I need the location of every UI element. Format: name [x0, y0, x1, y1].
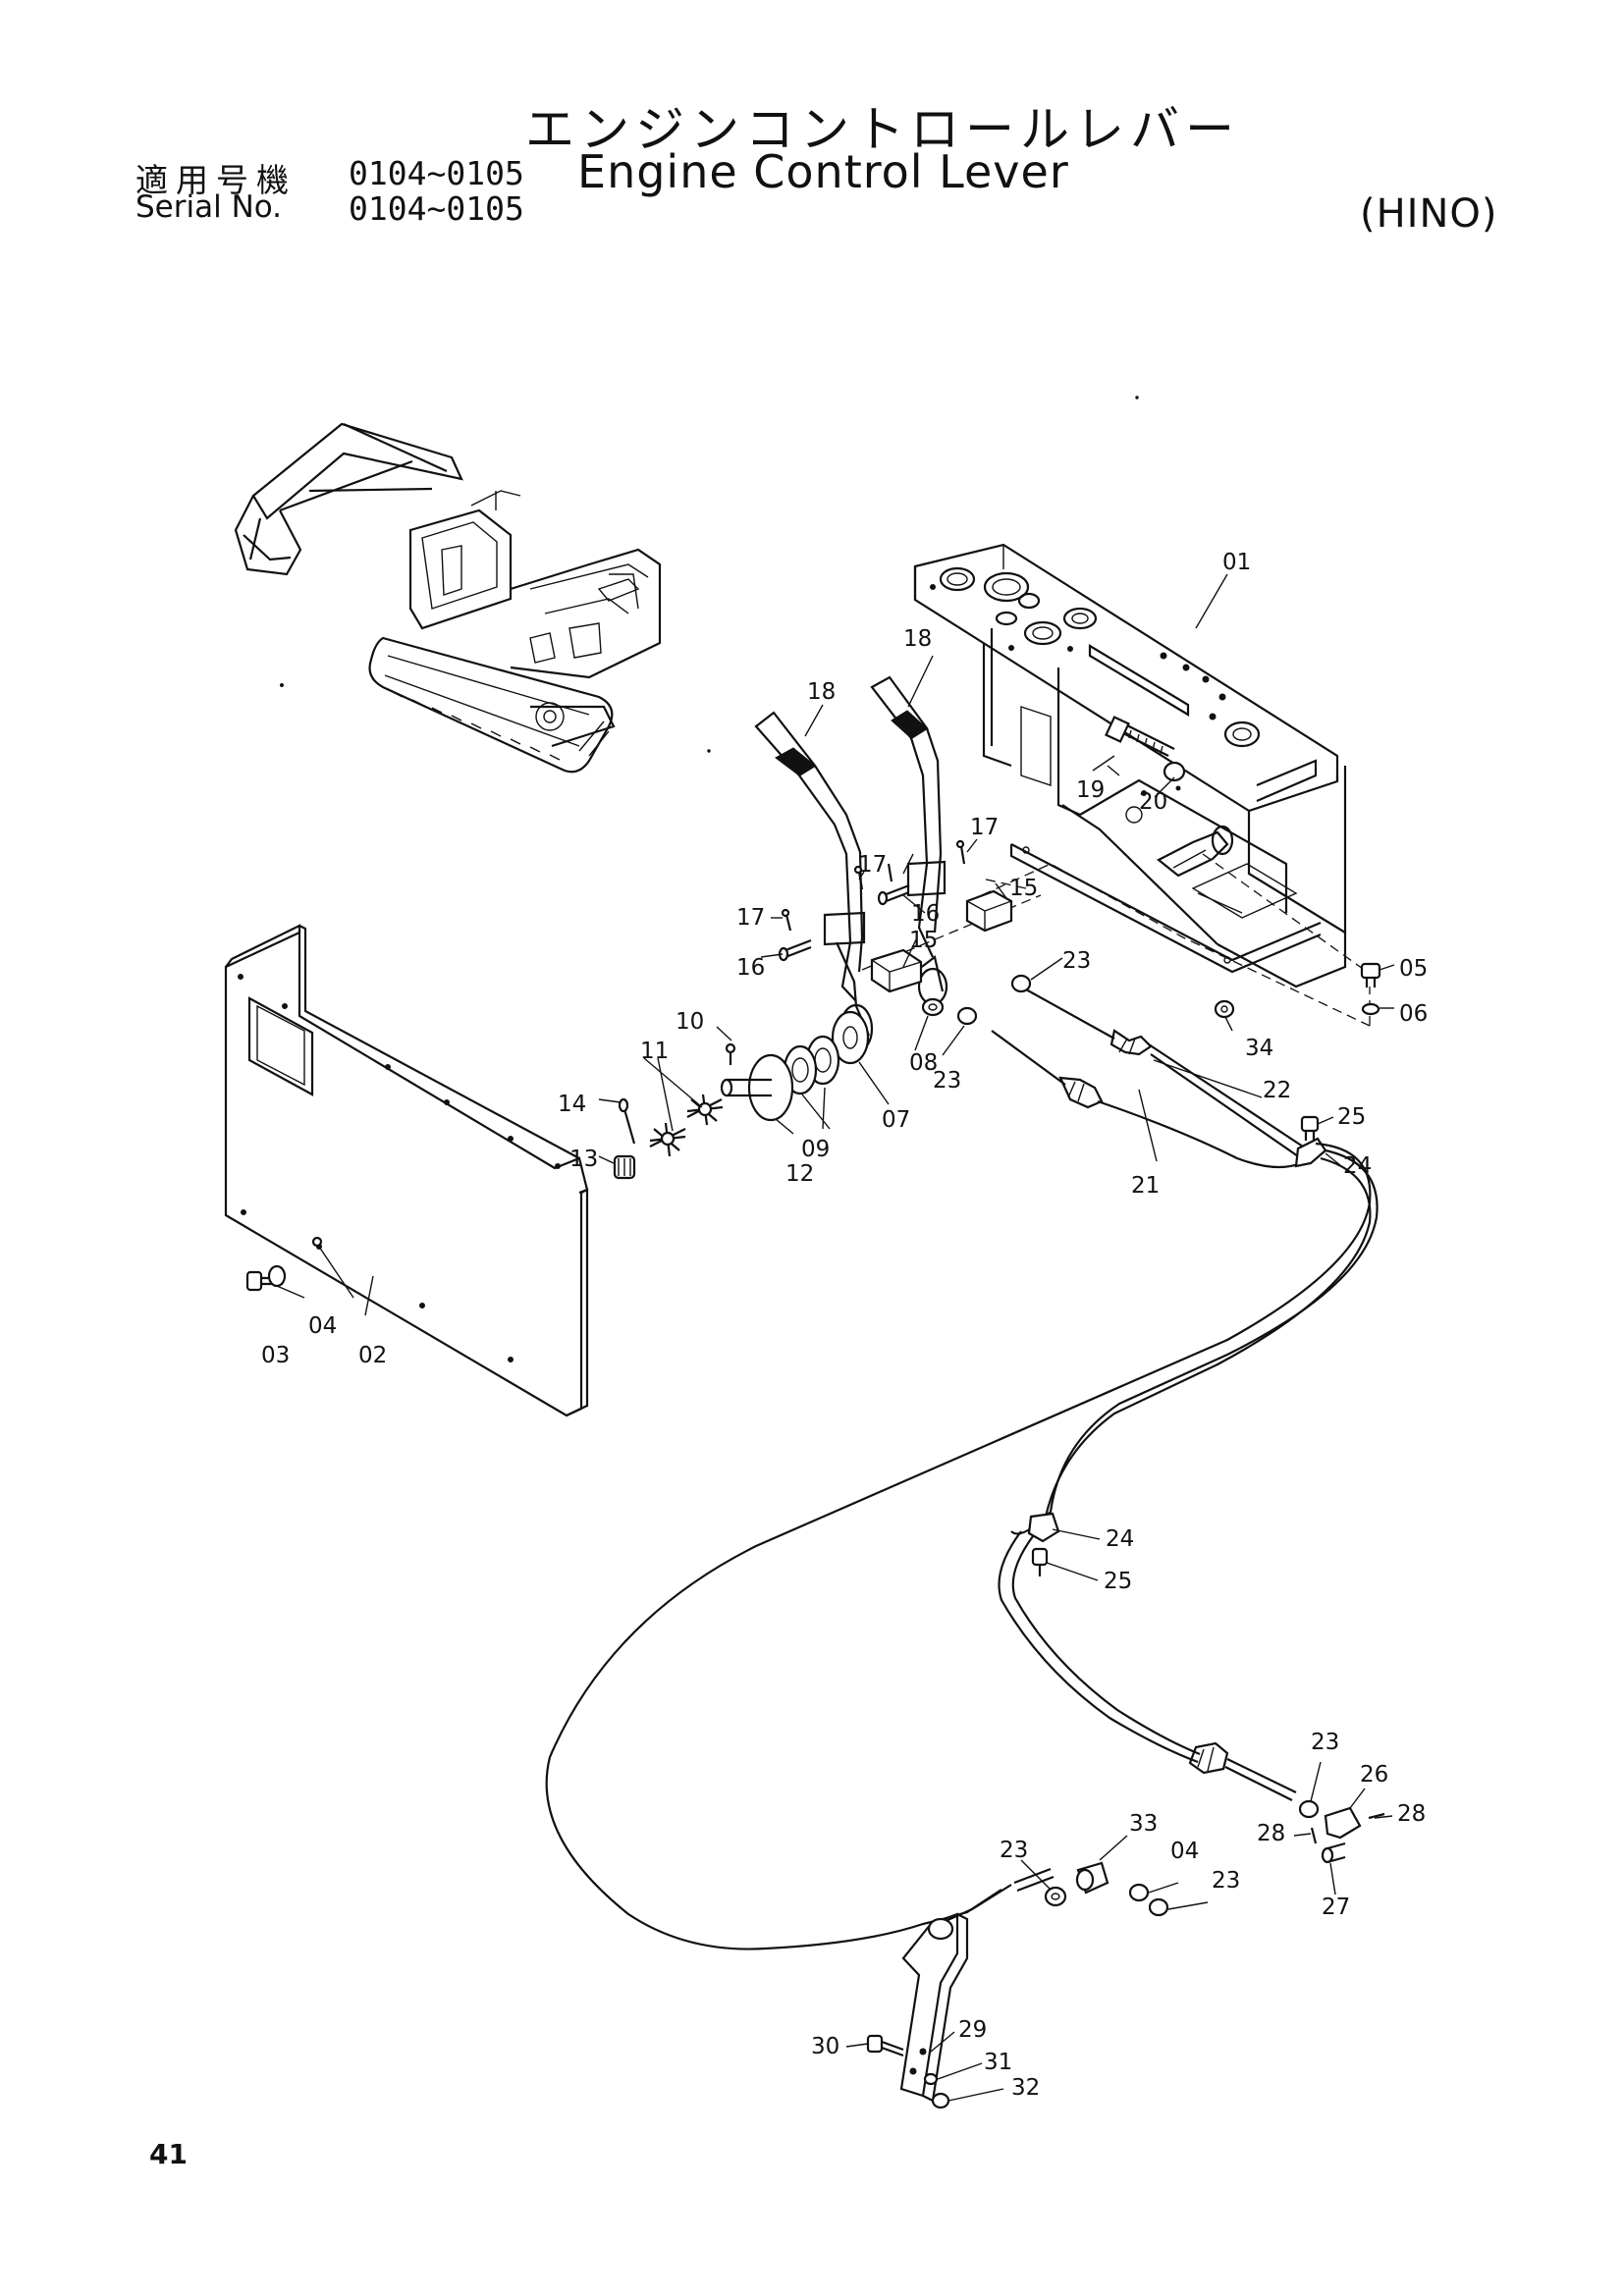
callout-16-right: 16	[911, 901, 940, 927]
fasteners	[245, 962, 1381, 1292]
callout-03: 03	[261, 1343, 290, 1368]
callout-28-right: 28	[1397, 1801, 1426, 1827]
callout-07: 07	[882, 1107, 910, 1133]
excavator-illustration	[234, 422, 662, 774]
callout-13: 13	[569, 1147, 598, 1172]
mid-clamp-bolts	[1031, 1115, 1320, 1576]
control-levers	[754, 675, 1013, 1054]
callout-08: 08	[909, 1050, 938, 1076]
callout-17-middle: 17	[858, 852, 887, 878]
callout-15-left: 15	[909, 928, 938, 953]
callout-18-right: 18	[903, 626, 932, 652]
control-cables	[545, 988, 1379, 1950]
callout-20: 20	[1139, 789, 1167, 815]
callout-23-top: 23	[1062, 948, 1091, 974]
callout-23-right: 23	[1311, 1730, 1339, 1755]
callout-23-lower-right: 23	[1212, 1868, 1240, 1894]
callout-33: 33	[1129, 1811, 1158, 1837]
engine-maker-label: (HINO)	[1360, 191, 1498, 237]
callout-30: 30	[811, 2034, 839, 2059]
cover-plate	[224, 924, 589, 1417]
callout-28-left: 28	[1257, 1821, 1285, 1846]
callout-14: 14	[558, 1092, 586, 1117]
callout-32: 32	[1011, 2075, 1040, 2101]
callout-23-left: 23	[933, 1068, 961, 1094]
serial-number-range: 0104~0105	[349, 189, 524, 228]
lower-bracket	[866, 1799, 1385, 2109]
callout-22: 22	[1263, 1078, 1291, 1103]
callout-19: 19	[1076, 777, 1105, 803]
applicable-models-label: 適用号機	[135, 161, 297, 199]
callout-29: 29	[958, 2017, 987, 2043]
title-japanese: エンジンコントロールレバー	[525, 101, 1240, 158]
title-english: Engine Control Lever	[577, 145, 1069, 198]
callout-31: 31	[984, 2050, 1012, 2075]
callout-24-middle: 24	[1106, 1526, 1134, 1552]
callout-09: 09	[801, 1137, 830, 1162]
callout-34: 34	[1245, 1036, 1273, 1061]
callout-27: 27	[1322, 1895, 1350, 1920]
page-number: 41	[149, 2138, 188, 2170]
callout-25-middle: 25	[1104, 1569, 1132, 1594]
callout-02: 02	[358, 1343, 387, 1368]
callout-05: 05	[1399, 956, 1428, 982]
callout-06: 06	[1399, 1001, 1428, 1027]
callout-18-left: 18	[807, 679, 836, 705]
callout-12: 12	[785, 1161, 814, 1187]
leader-lines	[276, 573, 1395, 2102]
callout-25-upper: 25	[1337, 1104, 1366, 1130]
callout-10: 10	[676, 1009, 704, 1035]
callout-24-upper: 24	[1343, 1153, 1372, 1179]
callout-17-right: 17	[970, 815, 999, 840]
callout-labels: 01 02 03 04 05 06 07 08 09 10 11 12 13 1…	[261, 550, 1428, 2101]
serial-number-label: Serial No.	[135, 189, 283, 225]
callout-26: 26	[1360, 1762, 1388, 1788]
callout-21: 21	[1131, 1173, 1160, 1199]
control-panel-frame	[913, 543, 1347, 988]
callout-16-left: 16	[736, 955, 765, 981]
callout-01: 01	[1222, 550, 1251, 575]
callout-11: 11	[640, 1039, 669, 1064]
friction-assembly	[613, 974, 1032, 1180]
applicable-models-range: 0104~0105	[349, 154, 524, 192]
callout-23-lower-left: 23	[1000, 1838, 1028, 1863]
callout-17-left: 17	[736, 905, 765, 931]
callout-04-lower: 04	[1170, 1839, 1199, 1864]
callout-04: 04	[308, 1313, 337, 1339]
callout-15-right: 15	[1009, 876, 1038, 901]
